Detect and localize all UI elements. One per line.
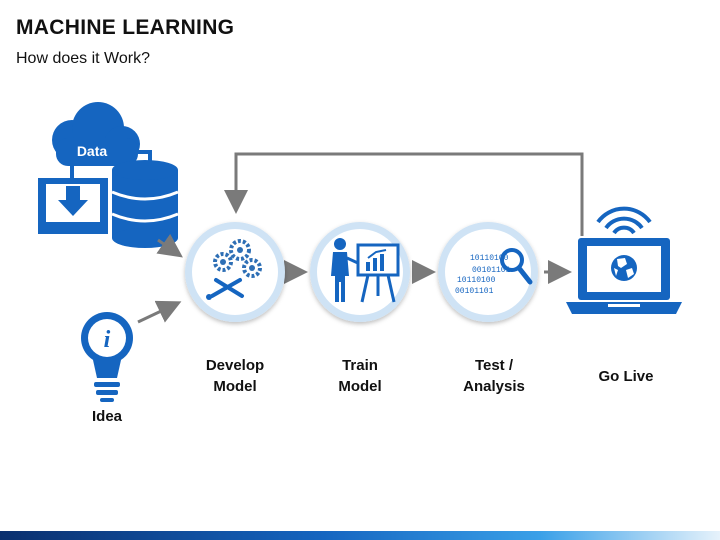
step-label-test: Test / Analysis	[439, 355, 549, 397]
connector-arrows	[137, 233, 572, 324]
step-circle-test: 10110100 00101101 10110100 00101101	[438, 222, 538, 322]
idea-bulb-icon: i	[81, 312, 133, 402]
slide-title: MACHINE LEARNING	[16, 16, 235, 39]
globe-icon	[611, 255, 637, 281]
step-label-line: Develop	[205, 357, 265, 374]
step-circle-train	[310, 222, 410, 322]
binary-line: 00101101	[455, 287, 494, 296]
step-label-line: Test /	[474, 357, 514, 374]
binary-line: 10110100	[457, 276, 496, 285]
step-circle-develop	[185, 222, 285, 322]
step-label-train: Train Model	[305, 355, 415, 397]
laptop-globe-icon	[566, 206, 682, 314]
golive-label: Go Live	[598, 368, 654, 385]
step-label-line: Analysis	[463, 378, 525, 395]
database-icon	[111, 160, 179, 248]
binary-magnifier-icon: 10110100 00101101 10110100 00101101	[455, 248, 533, 296]
idea-label: Idea	[91, 408, 122, 425]
data-label: Data	[77, 143, 108, 159]
binary-line: 10110100	[470, 254, 509, 263]
wifi-icon	[596, 206, 652, 235]
data-source-icon	[38, 102, 179, 248]
gears-tools-icon	[206, 239, 262, 300]
binary-line: 00101101	[472, 266, 511, 275]
presenter-chart-icon	[331, 238, 400, 303]
svg-text:i: i	[104, 327, 111, 353]
step-label-develop: Develop Model	[180, 355, 290, 397]
slide-subtitle: How does it Work?	[16, 50, 150, 67]
bottom-accent-bar	[0, 531, 720, 540]
cloud-icon	[52, 102, 140, 166]
step-label-line: Train	[342, 357, 378, 374]
step-label-line: Model	[213, 378, 257, 395]
step-label-line: Model	[338, 378, 382, 395]
feedback-loop-arrow	[224, 152, 584, 236]
download-box-icon	[38, 178, 108, 234]
